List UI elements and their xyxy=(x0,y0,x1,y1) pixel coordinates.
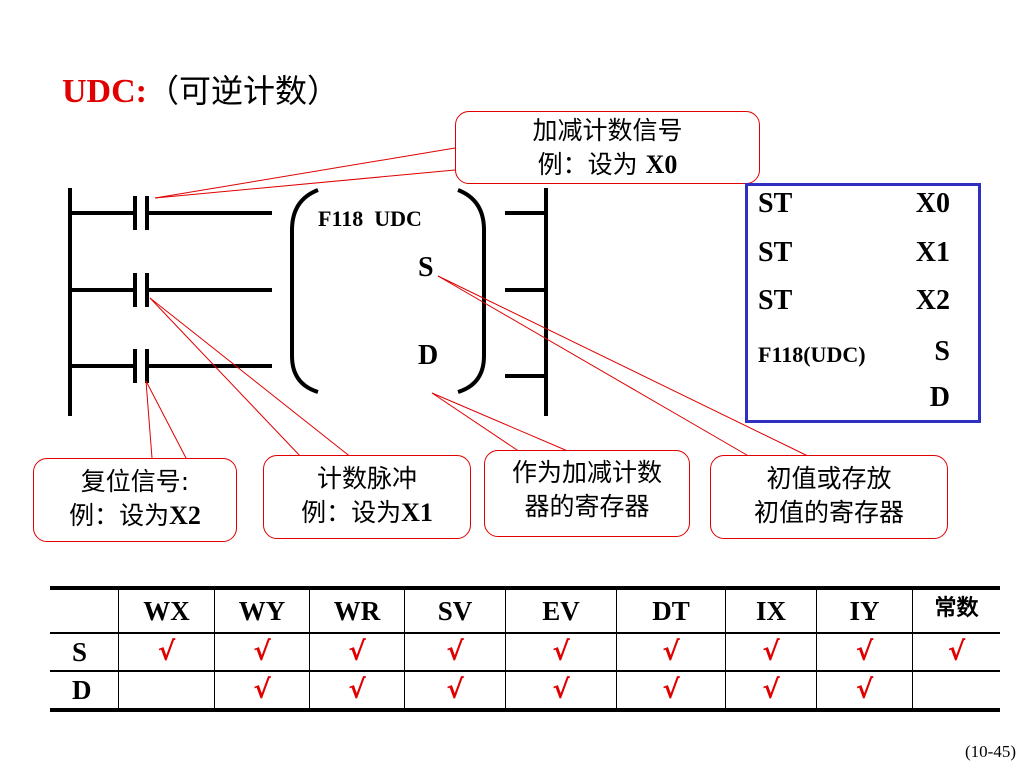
code-arg: X0 xyxy=(915,188,950,219)
instruction-name: F118 UDC xyxy=(318,206,422,231)
row-label: S xyxy=(72,636,88,667)
table-header-cell: IX xyxy=(725,588,817,633)
callout-count-line2: 例：设为X1 xyxy=(301,498,433,527)
callout-result-line1: 作为加减计数 xyxy=(511,458,662,487)
pointer-reset-1 xyxy=(145,380,153,459)
operand-table: WX WY WR SV EV DT IX IY 常数 S √ √ √ √ √ √… xyxy=(50,586,1000,712)
table-header-cell: WY xyxy=(214,588,310,633)
check-cell: √ xyxy=(309,633,405,671)
callout-reset-signal: 复位信号: 例：设为X2 xyxy=(33,458,237,542)
check-cell: √ xyxy=(725,671,817,710)
pointer-preset-2 xyxy=(437,275,813,459)
pointer-direction-2 xyxy=(154,169,456,199)
callout-reset-line2: 例：设为X2 xyxy=(69,501,201,530)
check-cell: √ xyxy=(214,671,310,710)
table-header-cell: WR xyxy=(309,588,405,633)
table-row: S √ √ √ √ √ √ √ √ √ xyxy=(50,633,1000,671)
page-number: (10-45) xyxy=(965,742,1016,761)
check-cell: √ xyxy=(616,633,726,671)
row-label: D xyxy=(72,674,92,705)
table-header-cell xyxy=(50,588,119,633)
code-row: D xyxy=(758,382,968,422)
table-header-cell: 常数 xyxy=(912,588,1000,633)
code-op: F118(UDC) xyxy=(758,342,866,367)
page-title: UDC:（可逆计数） xyxy=(62,66,339,112)
callout-result-line2: 器的寄存器 xyxy=(524,492,650,521)
check-cell: √ xyxy=(816,633,913,671)
pointer-count-2 xyxy=(149,297,353,459)
code-op: ST xyxy=(758,188,793,219)
code-op: ST xyxy=(758,237,793,268)
code-row: ST X2 xyxy=(758,285,968,325)
callout-direction-line2: 例：设为 X0 xyxy=(537,150,678,179)
table-header-cell: WX xyxy=(118,588,215,633)
table-header-cell: IY xyxy=(816,588,913,633)
callout-direction-line1: 加减计数信号 xyxy=(532,116,683,145)
check-cell: √ xyxy=(309,671,405,710)
code-row: F118(UDC) S xyxy=(758,336,968,376)
callout-count-pulse: 计数脉冲 例：设为X1 xyxy=(263,455,471,539)
table-header-row: WX WY WR SV EV DT IX IY 常数 xyxy=(50,588,1000,633)
callout-preset-line2: 初值的寄存器 xyxy=(753,498,904,527)
check-cell: √ xyxy=(214,633,310,671)
check-cell: √ xyxy=(404,671,506,710)
table-header-cell: SV xyxy=(404,588,506,633)
pointer-direction-1 xyxy=(154,147,456,199)
code-arg: D xyxy=(929,382,950,413)
operand-s-label: S xyxy=(418,252,434,283)
check-cell: √ xyxy=(616,671,726,710)
check-cell: √ xyxy=(404,633,506,671)
code-arg: X2 xyxy=(915,285,950,316)
code-arg: S xyxy=(934,336,950,367)
code-arg: X1 xyxy=(915,237,950,268)
check-cell: √ xyxy=(725,633,817,671)
check-cell: √ xyxy=(505,633,617,671)
title-description: （可逆计数） xyxy=(146,72,339,110)
check-cell xyxy=(118,671,215,710)
check-cell: √ xyxy=(118,633,215,671)
code-row: ST X1 xyxy=(758,237,968,277)
check-cell: √ xyxy=(912,633,1000,671)
pointer-reset-2 xyxy=(145,380,187,459)
check-cell xyxy=(912,671,1000,710)
pointer-result-2 xyxy=(431,392,571,453)
callout-result-register: 作为加减计数 器的寄存器 xyxy=(484,450,690,537)
pointer-count-1 xyxy=(149,297,303,459)
callout-preset-line1: 初值或存放 xyxy=(766,464,892,493)
table-header-cell: EV xyxy=(505,588,617,633)
operand-d-label: D xyxy=(418,340,438,371)
code-op: ST xyxy=(758,285,793,316)
check-cell: √ xyxy=(816,671,913,710)
table-row: D √ √ √ √ √ √ √ xyxy=(50,671,1000,710)
instruction-bracket-left xyxy=(290,188,319,394)
callout-preset-register: 初值或存放 初值的寄存器 xyxy=(710,455,948,539)
table-header-cell: DT xyxy=(616,588,726,633)
check-cell: √ xyxy=(505,671,617,710)
title-code: UDC: xyxy=(62,73,147,110)
pointer-preset-1 xyxy=(437,275,753,459)
code-row: ST X0 xyxy=(758,188,968,228)
callout-direction-signal: 加减计数信号 例：设为 X0 xyxy=(455,111,760,184)
pointer-result-1 xyxy=(431,392,521,453)
callout-count-line1: 计数脉冲 xyxy=(316,464,417,493)
callout-reset-line1: 复位信号: xyxy=(80,467,190,496)
instruction-bracket-right xyxy=(457,188,486,394)
instruction-list-box: ST X0 ST X1 ST X2 F118(UDC) S D xyxy=(745,183,981,423)
